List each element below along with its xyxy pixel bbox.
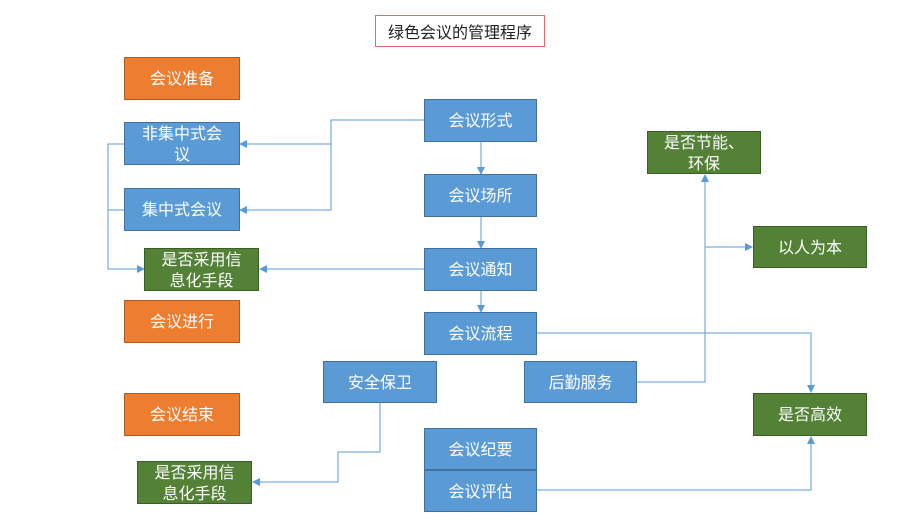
arrow-format-to-centralized: [239, 144, 332, 214]
node-notice: 会议通知: [424, 248, 537, 291]
node-non-centralized: 非集中式会议: [124, 122, 240, 165]
node-energy-saving: 是否节能、环保: [647, 131, 761, 174]
phase-in-progress: 会议进行: [124, 300, 240, 343]
node-centralized: 集中式会议: [124, 188, 240, 231]
arrow-evaluation-to-efficient: [537, 436, 815, 491]
phase-end: 会议结束: [124, 393, 240, 436]
node-evaluation: 会议评估: [424, 470, 537, 512]
arrow-logistics-to-energy: [637, 174, 709, 383]
arrow-bracket-to-info-tech: [107, 143, 145, 273]
diagram-title: 绿色会议的管理程序: [375, 15, 545, 47]
node-info-tech-1: 是否采用信息化手段: [144, 248, 259, 291]
node-minutes: 会议纪要: [424, 428, 537, 470]
arrow-security-to-info-tech-2: [252, 403, 381, 486]
arrow-process-to-efficient: [537, 332, 815, 393]
node-efficient: 是否高效: [753, 393, 867, 436]
phase-prep: 会议准备: [124, 57, 240, 100]
node-info-tech-2: 是否采用信息化手段: [137, 461, 252, 504]
node-people-oriented: 以人为本: [753, 226, 867, 268]
arrow-format-to-non-centralized: [239, 119, 424, 148]
node-logistics: 后勤服务: [524, 361, 637, 403]
node-format: 会议形式: [424, 99, 537, 142]
node-process: 会议流程: [424, 312, 537, 355]
node-venue: 会议场所: [424, 174, 537, 217]
node-security: 安全保卫: [323, 361, 437, 403]
